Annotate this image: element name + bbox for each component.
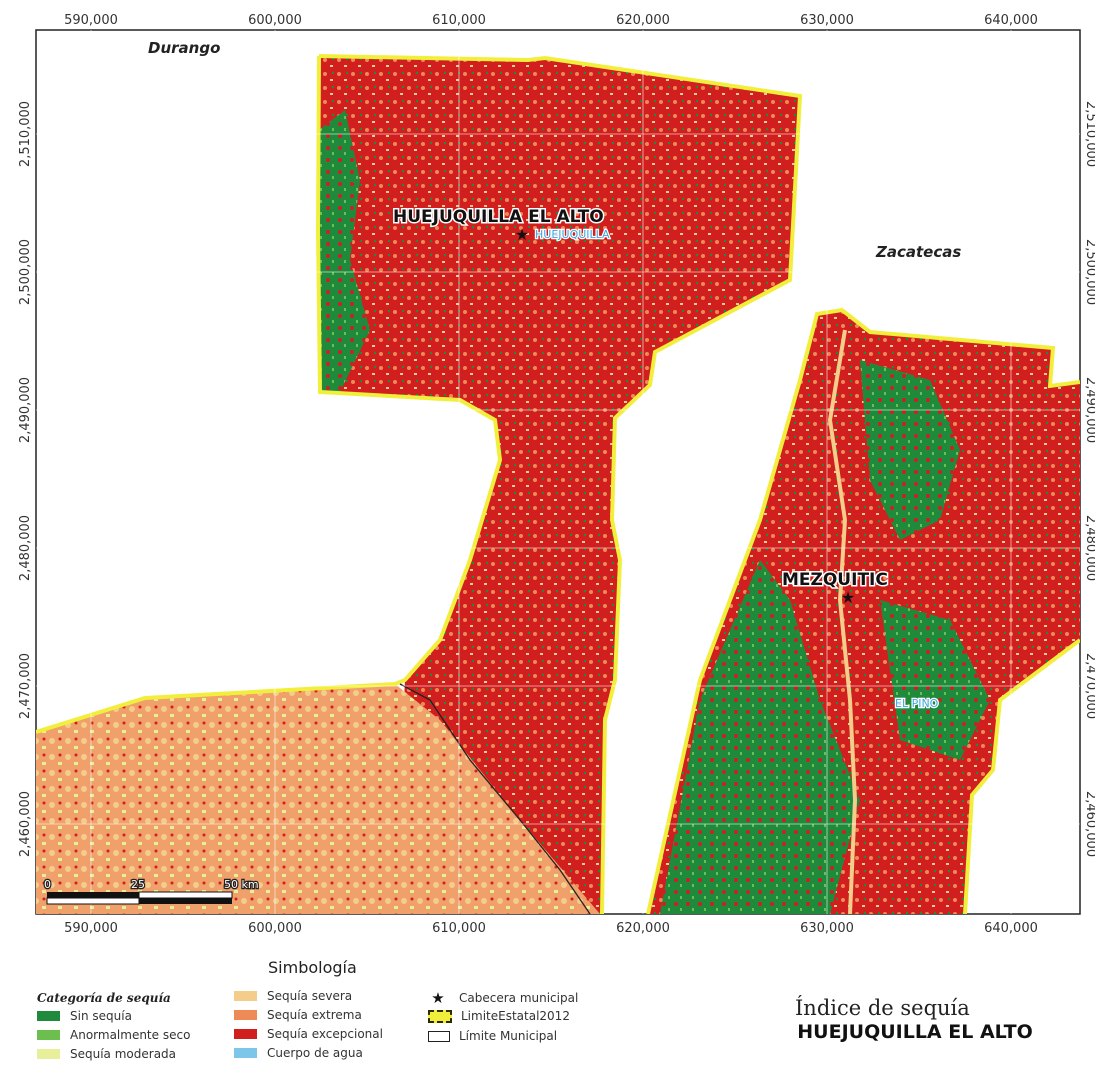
star-icon: ★ <box>431 989 445 1007</box>
mezquitic-star-icon: ★ <box>841 588 855 607</box>
dashed-yellow-outline-icon <box>428 1009 452 1023</box>
x-tick-top: 610,000 <box>432 13 486 28</box>
legend-label: Cuerpo de agua <box>267 1046 363 1060</box>
scale-bar-segment-2 <box>138 891 233 899</box>
x-tick-top: 620,000 <box>616 13 670 28</box>
legend-item-sin-sequia: Sin sequía <box>37 1009 132 1023</box>
legend-swatch <box>234 1029 257 1039</box>
black-outline-icon <box>428 1030 450 1042</box>
x-tick-bottom: 610,000 <box>432 921 486 936</box>
mezquitic-seat-label: MEZQUITIC <box>782 570 888 590</box>
huejuquilla-territory <box>318 56 800 914</box>
x-tick-bottom: 600,000 <box>248 921 302 936</box>
huejuquilla-seat-label: HUEJUQUILLA EL ALTO <box>393 207 604 227</box>
state-boundary-mezquitic <box>646 307 1080 914</box>
scale-bar-segment-3 <box>46 897 140 905</box>
legend-label: Cabecera municipal <box>459 991 579 1005</box>
state-boundary-east <box>963 638 1080 914</box>
green-area-mezquitic-south <box>660 560 860 914</box>
y-tick-right: 2,490,000 <box>1083 377 1095 443</box>
scale-zero: 0 <box>44 878 51 891</box>
legend-label: Sequía moderada <box>70 1047 177 1061</box>
green-band-west <box>319 110 370 392</box>
y-tick-right: 2,500,000 <box>1083 239 1095 305</box>
x-tick-bottom: 630,000 <box>800 921 854 936</box>
scale-bar-segment-1 <box>47 892 139 898</box>
legend-category-title: Categoría de sequía <box>37 991 171 1005</box>
legend-swatch <box>37 1049 60 1059</box>
legend-item-sequia-moderada: Sequía moderada <box>37 1047 176 1061</box>
legend-swatch <box>234 991 257 1001</box>
y-tick-left: 2,470,000 <box>18 653 33 719</box>
x-tick-top: 640,000 <box>984 13 1038 28</box>
y-tick-left: 2,500,000 <box>18 239 33 305</box>
x-tick-bottom: 620,000 <box>616 921 670 936</box>
el-pino-water-label: EL PINO <box>895 697 939 710</box>
legend-item-sequia-excepcional: Sequía excepcional <box>234 1027 383 1041</box>
legend-label: Sequía severa <box>267 989 353 1003</box>
legend-swatch <box>37 1030 60 1040</box>
y-tick-left: 2,460,000 <box>18 791 33 857</box>
y-tick-left: 2,490,000 <box>18 377 33 443</box>
y-tick-right: 2,480,000 <box>1083 515 1095 581</box>
legend-item-sequia-extrema: Sequía extrema <box>234 1008 362 1022</box>
legend-label: Sequía excepcional <box>267 1027 383 1041</box>
x-tick-bottom: 590,000 <box>64 921 118 936</box>
scale-bar: 0 25 50 km <box>43 877 260 905</box>
green-area-mezquitic-north <box>860 360 960 540</box>
legend-label: Límite Municipal <box>459 1029 558 1043</box>
x-ticks-bottom: 590,000 600,000 610,000 620,000 630,000 … <box>64 921 1038 936</box>
legend-item-limite-municipal: Límite Municipal <box>428 1029 557 1043</box>
river-valley <box>827 329 858 914</box>
y-tick-right: 2,470,000 <box>1083 653 1095 719</box>
legend-label: Anormalmente seco <box>70 1028 191 1042</box>
y-tick-right: 2,460,000 <box>1083 791 1095 857</box>
x-tick-top: 590,000 <box>64 13 118 28</box>
durango-label: Durango <box>148 39 220 57</box>
legend-item-cabecera: ★ Cabecera municipal <box>425 989 578 1007</box>
y-tick-left: 2,510,000 <box>18 101 33 167</box>
legend-item-sequia-severa: Sequía severa <box>234 989 352 1003</box>
scale-end: 50 km <box>224 878 259 891</box>
legend-swatch <box>37 1011 60 1021</box>
zacatecas-label: Zacatecas <box>875 243 961 261</box>
scale-bar-segment-4 <box>139 898 232 904</box>
state-boundary-north <box>318 54 803 914</box>
scale-mid: 25 <box>131 878 145 891</box>
x-ticks-top: 590,000 600,000 610,000 620,000 630,000 … <box>64 13 1038 28</box>
x-tick-top: 630,000 <box>800 13 854 28</box>
coordinate-grid <box>36 30 1080 914</box>
legend-title: Simbología <box>268 958 357 977</box>
y-tick-left: 2,480,000 <box>18 515 33 581</box>
huejuquilla-star-icon: ★ <box>515 225 529 244</box>
index-title: Índice de sequía <box>795 996 970 1020</box>
legend-item-cuerpo-agua: Cuerpo de agua <box>234 1046 363 1060</box>
municipal-boundary <box>399 683 591 914</box>
x-tick-bottom: 640,000 <box>984 921 1038 936</box>
legend-label: Sin sequía <box>70 1009 132 1023</box>
legend-swatch <box>234 1048 257 1058</box>
y-ticks-left: 2,510,000 2,500,000 2,490,000 2,480,000 … <box>18 101 33 857</box>
y-ticks-right: 2,510,000 2,500,000 2,490,000 2,480,000 … <box>1083 101 1095 857</box>
municipality-title: HUEJUQUILLA EL ALTO <box>797 1021 1033 1043</box>
legend-item-limite-estatal: LimiteEstatal2012 <box>428 1009 570 1023</box>
legend-item-anormalmente-seco: Anormalmente seco <box>37 1028 190 1042</box>
legend-label: Sequía extrema <box>267 1008 362 1022</box>
legend-label: LimiteEstatal2012 <box>461 1009 570 1023</box>
huejuquilla-water-label: HUEJUQUILLA <box>535 228 610 241</box>
green-area-mezquitic-east <box>880 600 990 760</box>
legend-swatch <box>234 1010 257 1020</box>
y-tick-right: 2,510,000 <box>1083 101 1095 167</box>
x-tick-top: 600,000 <box>248 13 302 28</box>
